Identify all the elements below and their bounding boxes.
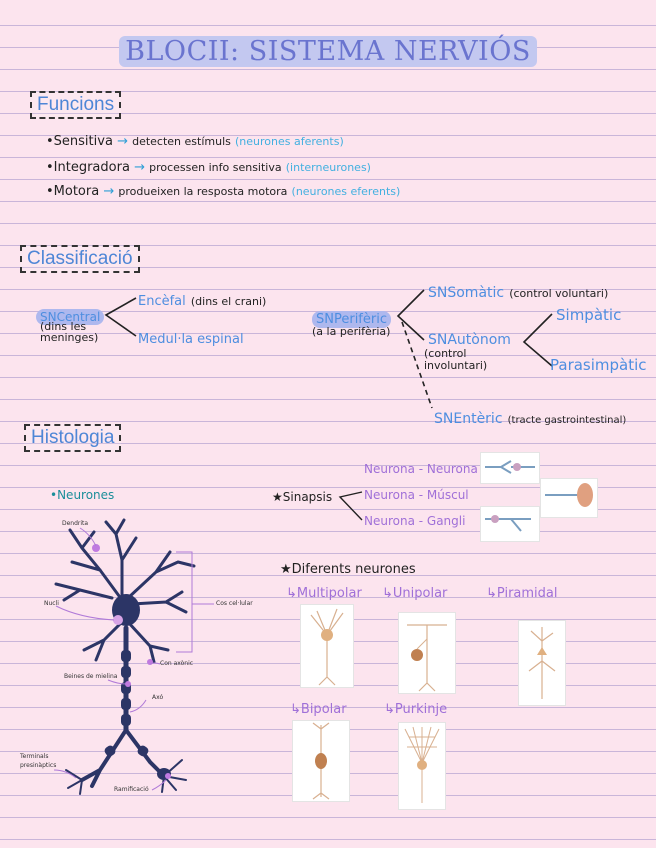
neuron-type-purkinje: ↳Purkinje — [384, 702, 448, 717]
neuron-type-unipolar: ↳Unipolar — [382, 586, 448, 601]
arrow-right-icon: → — [117, 134, 133, 149]
diagram-label-beines: Beines de mielina — [64, 673, 118, 680]
snp-parasimpatic: Parasimpàtic — [550, 356, 647, 374]
section-funcions-heading: Funcions — [30, 91, 122, 119]
multipolar-image — [300, 604, 354, 688]
sinapsis-image-2 — [540, 478, 598, 518]
diagram-label-axo: Axó — [152, 694, 164, 701]
snp-enteric: SNEntèric (tracte gastrointestinal) — [434, 411, 627, 427]
neuron-type-bipolar: ↳Bipolar — [290, 702, 347, 717]
sinapsis-image-1 — [480, 452, 540, 484]
page-title: BLOCII: SISTEMA NERVIÓS — [0, 36, 656, 67]
return-arrow-icon: ↳ — [286, 586, 297, 601]
snp-autonom-note: (control involuntari) — [424, 347, 488, 372]
diagram-label-cos: Cos cel·lular — [216, 600, 253, 607]
neurones-label: •Neurones — [50, 488, 115, 502]
unipolar-image — [398, 612, 456, 694]
diferents-neurones-label: ★Diferents neurones — [280, 562, 416, 577]
arrow-right-icon: → — [103, 184, 115, 199]
return-arrow-icon: ↳ — [486, 586, 497, 601]
return-arrow-icon: ↳ — [290, 702, 301, 717]
neuron-type-multipolar: ↳Multipolar — [286, 586, 362, 601]
snp-simpatic: Simpàtic — [556, 306, 622, 324]
diagram-label-terminals: Terminals presinàptics — [20, 753, 57, 769]
sinapsis-type-neurona-muscul: Neurona - Múscul — [364, 488, 469, 502]
funcio-item-sensitiva: •Sensitiva → detecten estímuls (neurones… — [46, 134, 344, 149]
diagram-label-nucli: Nucli — [44, 600, 59, 607]
piramidal-image — [518, 620, 566, 706]
diagram-label-ramificacio: Ramificació — [114, 786, 149, 793]
snc-label: SNCentral — [36, 306, 105, 325]
snp-autonom: SNAutònom — [428, 332, 511, 348]
section-histologia-heading: Histologia — [24, 424, 122, 452]
neuron-type-piramidal: ↳Piramidal — [486, 586, 558, 601]
snc-sub: (dins les meninges) — [40, 320, 99, 344]
return-arrow-icon: ↳ — [382, 586, 393, 601]
sinapsis-label: ★Sinapsis — [272, 490, 333, 504]
section-classificacio-heading: Classificació — [20, 245, 140, 273]
bipolar-image — [292, 720, 350, 802]
return-arrow-icon: ↳ — [384, 702, 395, 717]
snc-branch-encefal: Encèfal (dins el crani) — [138, 294, 267, 309]
arrow-right-icon: → — [134, 160, 150, 175]
funcio-item-integradora: •Integradora → processen info sensitiva … — [46, 160, 371, 175]
diagram-label-dendrita: Dendrita — [62, 520, 89, 527]
snp-label: SNPerifèric — [312, 308, 391, 328]
snp-somatic: SNSomàtic (control voluntari) — [428, 285, 609, 301]
snc-branch-medulla: Medul·la espinal — [138, 332, 244, 347]
snp-sub: (a la perifèria) — [312, 325, 391, 338]
purkinje-image — [398, 722, 446, 810]
sinapsis-image-3 — [480, 506, 540, 542]
sinapsis-type-neurona-neurona: Neurona - Neurona — [364, 462, 478, 476]
funcio-item-motora: •Motora → produeixen la resposta motora … — [46, 184, 401, 199]
diagram-label-conus: Con axònic — [160, 660, 194, 667]
sinapsis-type-neurona-gangli: Neurona - Gangli — [364, 514, 466, 528]
